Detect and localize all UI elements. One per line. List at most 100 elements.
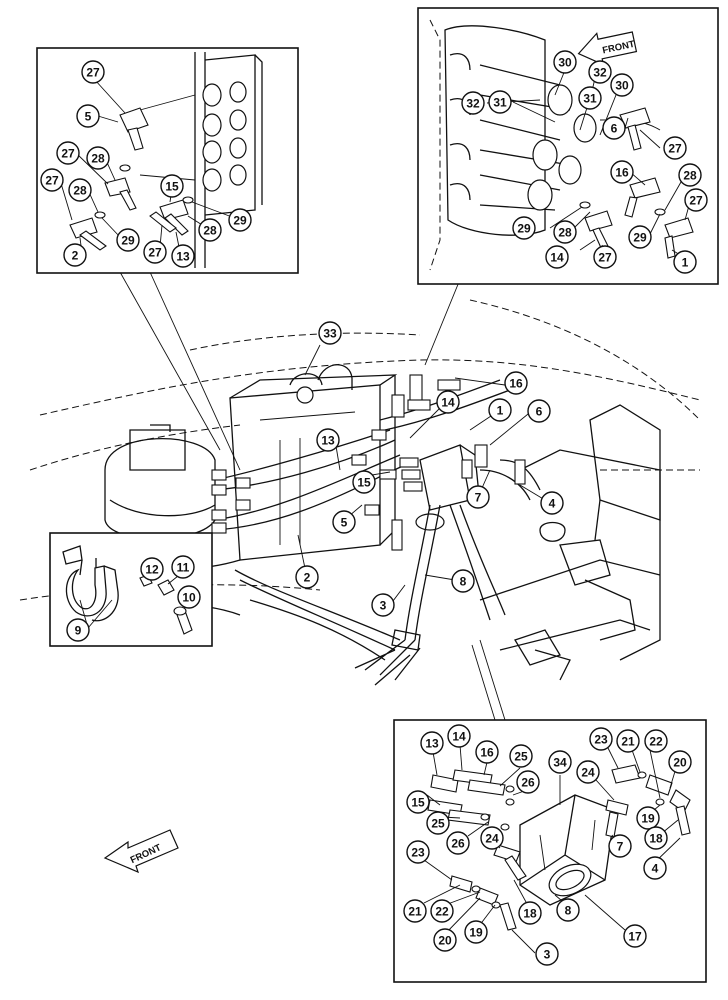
callout-number: 26 xyxy=(521,776,535,790)
callout-number: 28 xyxy=(558,226,572,240)
callout-number: 15 xyxy=(165,180,179,194)
callout-br-34: 34 xyxy=(548,750,572,774)
callout-number: 24 xyxy=(581,766,595,780)
callout-circle xyxy=(76,104,100,128)
callout-circle xyxy=(504,371,528,395)
callout-number: 1 xyxy=(682,256,689,270)
callout-circle xyxy=(588,60,612,84)
callout-number: 16 xyxy=(480,746,494,760)
front-arrow-top: FRONT xyxy=(577,31,638,66)
callout-br-20: 20 xyxy=(668,750,692,774)
callout-number: 20 xyxy=(673,756,687,770)
callout-tr-29: 29 xyxy=(512,216,536,240)
callout-br-20: 20 xyxy=(433,928,457,952)
callout-circle xyxy=(556,898,580,922)
callout-circle xyxy=(535,942,559,966)
callout-number: 9 xyxy=(75,624,82,638)
callout-tr-1: 1 xyxy=(673,250,697,274)
callout-number: 27 xyxy=(668,142,682,156)
callout-br-19: 19 xyxy=(464,920,488,944)
callout-circle xyxy=(608,834,632,858)
callout-tl-2: 2 xyxy=(63,243,87,267)
callout-br-24: 24 xyxy=(480,826,504,850)
callout-tr-28: 28 xyxy=(553,220,577,244)
callout-number: 27 xyxy=(148,246,162,260)
callout-number: 14 xyxy=(452,730,466,744)
callout-number: 3 xyxy=(544,948,551,962)
callout-circle xyxy=(316,428,340,452)
callout-main-5: 5 xyxy=(332,510,356,534)
callout-number: 7 xyxy=(475,491,482,505)
callout-main-1: 1 xyxy=(488,398,512,422)
callout-number: 28 xyxy=(683,169,697,183)
callout-tl-27: 27 xyxy=(81,60,105,84)
callout-number: 32 xyxy=(466,97,480,111)
callout-number: 11 xyxy=(177,561,190,575)
callout-br-21: 21 xyxy=(403,899,427,923)
callout-circle xyxy=(63,243,87,267)
callout-br-22: 22 xyxy=(644,729,668,753)
callout-br-18: 18 xyxy=(518,901,542,925)
callout-tr-32: 32 xyxy=(461,91,485,115)
callout-number: 20 xyxy=(438,934,452,948)
callout-number: 29 xyxy=(633,231,647,245)
callout-number: 30 xyxy=(558,56,572,70)
callout-number: 10 xyxy=(182,591,196,605)
callout-circle xyxy=(68,178,92,202)
callout-main-3: 3 xyxy=(371,593,395,617)
callout-circle xyxy=(527,399,551,423)
callout-number: 18 xyxy=(523,907,537,921)
callout-number: 8 xyxy=(460,575,467,589)
callout-tr-30: 30 xyxy=(610,73,634,97)
callout-number: 6 xyxy=(611,122,618,136)
callout-number: 27 xyxy=(86,66,100,80)
callout-number: 14 xyxy=(550,251,564,265)
callout-number: 33 xyxy=(323,327,337,341)
callout-number: 25 xyxy=(514,750,528,764)
callout-circle xyxy=(177,585,201,609)
callout-main-7: 7 xyxy=(466,485,490,509)
callout-tl-28: 28 xyxy=(198,218,222,242)
callout-circle xyxy=(464,920,488,944)
callout-main-33: 33 xyxy=(318,321,342,345)
callout-number: 27 xyxy=(45,174,59,188)
callout-tl-28: 28 xyxy=(86,146,110,170)
callout-tr-28: 28 xyxy=(678,163,702,187)
callout-br-25: 25 xyxy=(426,811,450,835)
callout-number: 32 xyxy=(593,66,607,80)
callout-circle xyxy=(198,218,222,242)
callout-number: 27 xyxy=(689,194,703,208)
callout-circle xyxy=(509,744,533,768)
callout-number: 29 xyxy=(233,214,247,228)
callout-circle xyxy=(610,73,634,97)
callout-circle xyxy=(488,398,512,422)
callout-clamp-10: 10 xyxy=(177,585,201,609)
callout-number: 5 xyxy=(85,110,92,124)
callout-circle xyxy=(644,826,668,850)
callout-br-8: 8 xyxy=(556,898,580,922)
callout-circle xyxy=(602,116,626,140)
callout-circle xyxy=(589,727,613,751)
callout-number: 23 xyxy=(411,846,425,860)
callout-number: 29 xyxy=(121,234,135,248)
callout-circle xyxy=(66,618,90,642)
callout-main-6: 6 xyxy=(527,399,551,423)
callout-br-14: 14 xyxy=(447,724,471,748)
callout-br-26: 26 xyxy=(516,770,540,794)
callout-tr-27: 27 xyxy=(684,188,708,212)
callout-number: 34 xyxy=(553,756,567,770)
callout-number: 19 xyxy=(641,812,655,826)
callout-circle xyxy=(623,924,647,948)
callout-circle xyxy=(406,790,430,814)
callout-circle xyxy=(352,470,376,494)
callout-circle xyxy=(516,770,540,794)
callout-number: 5 xyxy=(341,516,348,530)
callout-clamp-9: 9 xyxy=(66,618,90,642)
callout-circle xyxy=(673,250,697,274)
callout-number: 13 xyxy=(321,434,335,448)
callout-number: 30 xyxy=(615,79,629,93)
callout-number: 27 xyxy=(61,147,75,161)
front-arrow-bottom: FRONT xyxy=(103,829,179,874)
